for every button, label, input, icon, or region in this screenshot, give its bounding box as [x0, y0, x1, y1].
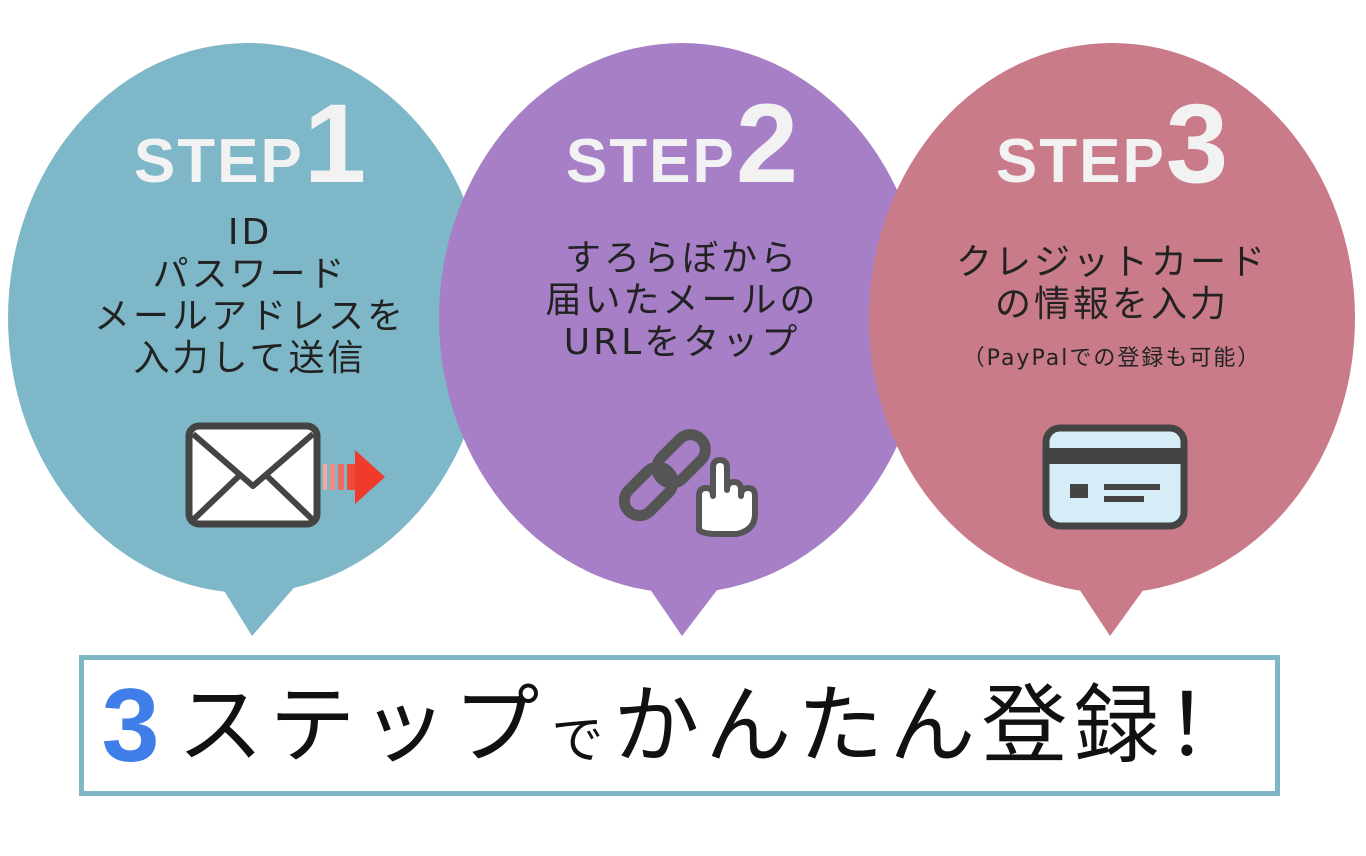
step3-description: クレジットカード の情報を入力	[862, 242, 1362, 326]
banner-text-particle: で	[551, 711, 608, 771]
step3-number: 3	[1165, 81, 1229, 206]
step2-line-2: 届いたメールの	[545, 280, 819, 321]
step1-line-1: ID	[227, 212, 273, 253]
step1-line-4: 入力して送信	[133, 338, 367, 379]
summary-banner: 3 ステップ で かんたん登録！	[79, 655, 1280, 796]
step3-line-2: の情報を入力	[994, 284, 1229, 325]
step2-number: 2	[735, 81, 799, 206]
step3-note: （PayPalでの登録も可能）	[962, 346, 1262, 371]
step2-heading: STEP2	[432, 88, 932, 200]
step1-number: 1	[303, 81, 367, 206]
step1-line-3: メールアドレスを	[93, 296, 406, 337]
step2-bubble	[439, 43, 925, 636]
step1-line-2: パスワード	[152, 254, 348, 295]
step-1: STEP1 ID パスワード メールアドレスを 入力して送信	[0, 0, 500, 640]
step2-line-3: URLをタップ	[563, 322, 801, 363]
banner-step-count: 3	[101, 667, 160, 784]
mail-send-icon	[185, 422, 385, 528]
step3-line-1: クレジットカード	[955, 242, 1268, 283]
step3-bubble	[869, 43, 1355, 636]
credit-card-icon	[1042, 424, 1188, 530]
step1-word: STEP	[133, 127, 304, 196]
step3-word: STEP	[995, 127, 1166, 196]
step2-line-1: すろらぼから	[564, 238, 799, 279]
link-tap-icon	[618, 429, 758, 537]
step1-heading: STEP1	[0, 88, 500, 200]
step2-description: すろらぼから 届いたメールの URLをタップ	[432, 238, 932, 364]
step1-bubble	[8, 43, 488, 636]
banner-text-part2: かんたん登録！	[613, 675, 1258, 776]
step-3: STEP3 クレジットカード の情報を入力 （PayPalでの登録も可能）	[862, 0, 1362, 640]
banner-text-part1: ステップ	[177, 675, 546, 776]
step1-description: ID パスワード メールアドレスを 入力して送信	[0, 212, 500, 380]
step3-heading: STEP3	[862, 88, 1362, 200]
step2-word: STEP	[565, 127, 736, 196]
step-2: STEP2 すろらぼから 届いたメールの URLをタップ	[432, 0, 932, 640]
